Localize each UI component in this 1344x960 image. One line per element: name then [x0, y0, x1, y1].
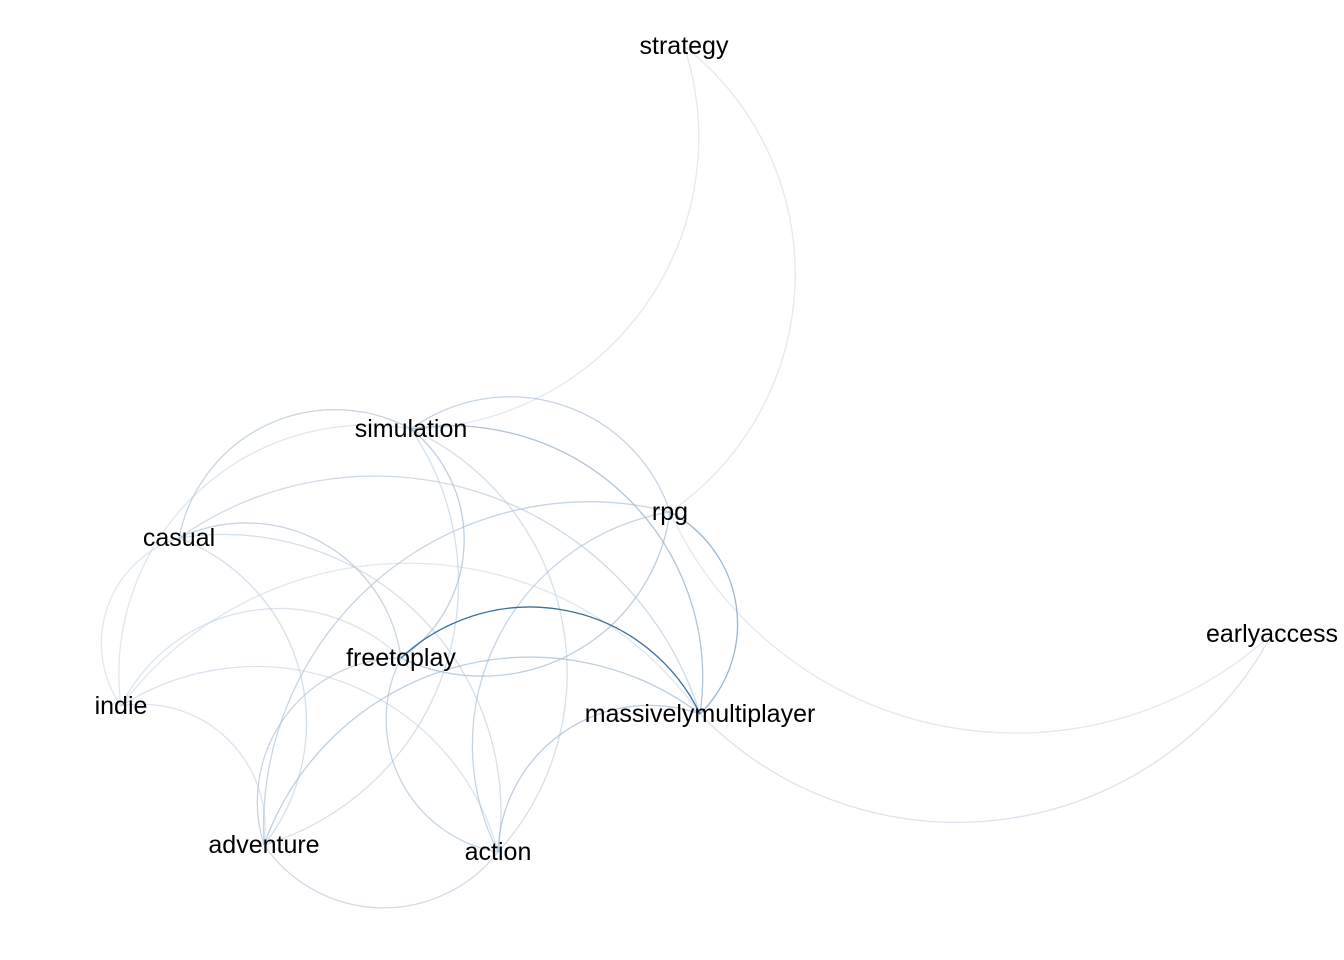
edge-casual-massivelymultiplayer [178, 475, 701, 715]
node-label-freetoplay: freetoplay [346, 644, 456, 672]
edge-casual-action [178, 533, 502, 853]
edge-indie-massivelymultiplayer [120, 562, 701, 715]
edge-adventure-rpg [262, 501, 671, 846]
edge-simulation-rpg [410, 396, 671, 513]
edge-adventure-massivelymultiplayer [263, 656, 701, 846]
edge-indie-casual [100, 537, 180, 707]
edge-strategy-rpg [669, 45, 796, 513]
edge-indie-simulation [118, 424, 412, 707]
node-label-rpg: rpg [652, 498, 688, 526]
node-label-earlyaccess: earlyaccess [1206, 620, 1338, 648]
edge-rpg-massivelymultiplayer [669, 511, 739, 715]
edge-action-massivelymultiplayer [497, 704, 701, 853]
edge-casual-adventure [178, 537, 308, 846]
node-label-casual: casual [143, 524, 215, 552]
edge-rpg-freetoplay [400, 511, 671, 677]
edge-adventure-freetoplay [256, 657, 402, 846]
edge-simulation-adventure [263, 428, 460, 846]
edge-simulation-freetoplay [400, 428, 465, 659]
edge-simulation-massivelymultiplayer [410, 425, 704, 715]
node-label-massivelymultiplayer: massivelymultiplayer [585, 700, 816, 728]
node-label-simulation: simulation [355, 415, 468, 443]
edge-casual-simulation [178, 409, 412, 539]
edge-action-rpg [471, 511, 671, 853]
edge-action-adventure [263, 844, 499, 909]
node-label-adventure: adventure [208, 831, 319, 859]
edge-freetoplay-massivelymultiplayer [400, 606, 701, 715]
node-label-strategy: strategy [640, 32, 729, 60]
edge-action-freetoplay [385, 657, 499, 853]
edge-strategy-simulation [410, 45, 700, 430]
edge-indie-action [120, 665, 499, 853]
edge-indie-freetoplay [120, 607, 402, 707]
edge-simulation-action [410, 428, 568, 853]
edges-layer [100, 45, 1273, 909]
edge-earlyaccess-massivelymultiplayer [699, 633, 1273, 824]
edge-earlyaccess-rpg [669, 511, 1273, 734]
node-label-action: action [465, 838, 532, 866]
edge-casual-freetoplay [178, 522, 402, 659]
labels-layer: strategy simulation rpg casual freetoplay ear… [95, 32, 1338, 866]
edge-indie-adventure [120, 703, 266, 846]
node-label-indie: indie [95, 692, 148, 720]
